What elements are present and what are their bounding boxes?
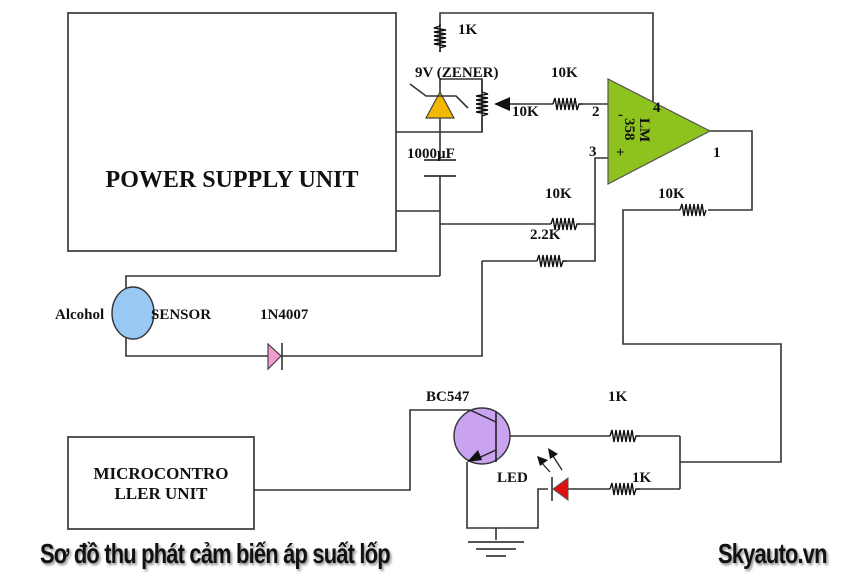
label-r-feedback: 10K — [658, 186, 685, 202]
opamp-pin4-label: 4 — [653, 100, 661, 116]
wire-r22-right — [567, 224, 596, 262]
opamp-label-358: 358 — [621, 118, 637, 141]
brand-watermark: Skyauto.vn — [718, 538, 828, 569]
zener-diode-icon — [409, 83, 469, 119]
wire-noninv-input — [580, 157, 608, 225]
capacitor-icon — [424, 159, 456, 177]
wire-output — [708, 130, 753, 211]
label-capacitor: 1000µF — [407, 146, 455, 162]
label-r-led: 1K — [632, 470, 652, 486]
label-r-sensor: 2.2K — [530, 227, 561, 243]
label-transistor: BC547 — [426, 389, 470, 405]
label-pin1: 1 — [713, 145, 721, 161]
power-supply-label: POWER SUPPLY UNIT — [106, 167, 359, 193]
resistor-1k-top-icon — [433, 24, 447, 52]
resistor-10k-noninv-icon — [550, 217, 580, 231]
wire-led-ground — [466, 462, 548, 529]
resistor-icons — [433, 24, 707, 496]
label-sensor-right: SENSOR — [151, 307, 211, 323]
resistor-1k-base-icon — [609, 429, 640, 443]
label-pot: 10K — [512, 104, 539, 120]
label-r-top: 1K — [458, 22, 478, 38]
label-r-base: 1K — [608, 389, 628, 405]
microcontroller-label-line1: MICROCONTRO — [93, 464, 228, 483]
alcohol-sensor-icon — [111, 286, 155, 340]
resistor-1k-led-icon — [609, 482, 640, 496]
potentiometer-icon — [475, 79, 520, 132]
opamp-minus-sign: - — [618, 107, 623, 123]
label-pin2: 2 — [592, 104, 600, 120]
wire-feedback-route — [622, 209, 782, 463]
label-led: LED — [497, 470, 528, 486]
led-icon — [537, 448, 569, 501]
ground-icon — [468, 541, 524, 557]
wire-mcu-base — [254, 409, 470, 491]
label-r-noninv: 10K — [545, 186, 572, 202]
label-r-input: 10K — [551, 65, 578, 81]
wire-diode-right — [281, 261, 483, 357]
transistor-bc547-icon — [453, 407, 511, 465]
diagram-title-caption: Sơ đồ thu phát cảm biến áp suất lốp — [40, 538, 391, 569]
opamp-icon — [607, 78, 712, 185]
label-diode: 1N4007 — [260, 307, 309, 323]
diode-1n4007-icon — [267, 342, 283, 371]
wire-sensor-top — [125, 275, 440, 295]
wire-sensor-bottom — [125, 332, 268, 357]
microcontroller-block — [67, 436, 255, 530]
label-pin3: 3 — [589, 144, 597, 160]
power-supply-block — [67, 12, 397, 252]
microcontroller-label-line2: LLER UNIT — [114, 484, 208, 503]
label-sensor-left: Alcohol — [55, 307, 104, 323]
label-zener: 9V (ZENER) — [415, 65, 498, 81]
resistor-10k-input-icon — [552, 97, 583, 111]
opamp-plus-sign: + — [616, 145, 625, 161]
resistor-2k2-icon — [536, 254, 567, 268]
opamp-label-lm: LM — [636, 118, 652, 142]
resistor-10k-feedback-icon — [679, 203, 707, 217]
